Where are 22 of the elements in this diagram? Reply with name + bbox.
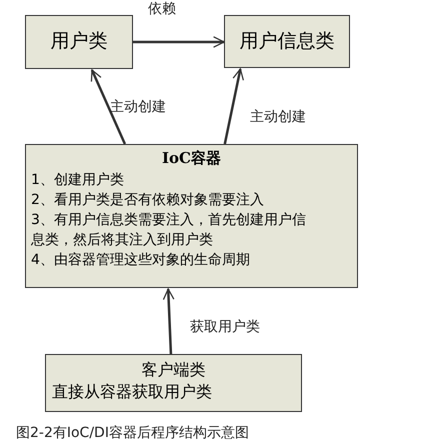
- arrow: [224, 68, 244, 144]
- edge-label: 获取用户类: [190, 318, 260, 336]
- class-box: [25, 15, 133, 69]
- edge-label: 主动创建: [110, 98, 166, 116]
- class-name: 用户类: [50, 29, 108, 54]
- class-box: [224, 15, 350, 68]
- description-text: 直接从容器获取用户类: [51, 381, 213, 403]
- class-box: [45, 354, 302, 412]
- step-text: 2、看用户类是否有依赖对象需要注入: [30, 191, 265, 210]
- arrow: [162, 288, 174, 354]
- arrow: [90, 69, 126, 144]
- edge-label: 依赖: [148, 0, 176, 18]
- class-name: 客户端类: [140, 359, 206, 381]
- arrow: [133, 36, 225, 48]
- class-name: 用户信息类: [238, 29, 336, 54]
- container-panel: [25, 144, 358, 288]
- step-text: 4、由容器管理这些对象的生命周期: [30, 251, 251, 270]
- step-text: 1、创建用户类: [30, 171, 125, 190]
- step-text: 3、有用户信息类需要注入，首先创建用户信息类，然后将其注入到用户类: [30, 211, 307, 250]
- edge-label: 主动创建: [250, 108, 306, 126]
- figure-caption: 图2-2有IoC/DI容器后程序结构示意图: [16, 424, 249, 442]
- container-title: IoC容器: [161, 149, 222, 168]
